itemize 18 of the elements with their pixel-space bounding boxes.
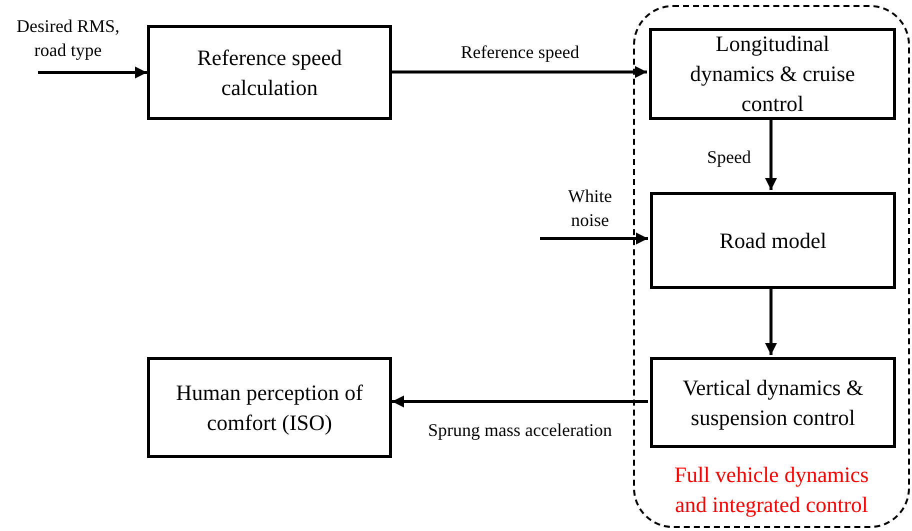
process-box: Vertical dynamics & suspension control — [650, 357, 896, 448]
edge-label: Speed — [706, 146, 752, 169]
arrow — [765, 287, 777, 355]
process-box: Road model — [650, 192, 896, 289]
group-title: Full vehicle dynamics and integrated control — [673, 461, 870, 519]
process-box: Longitudinal dynamics & cruise control — [649, 28, 896, 120]
arrow — [765, 118, 777, 190]
edge-label: Reference speed — [460, 41, 580, 64]
edge-label: White noise — [567, 185, 613, 232]
arrow — [392, 396, 648, 408]
process-box: Human perception of comfort (ISO) — [147, 357, 392, 458]
process-box: Reference speed calculation — [147, 25, 392, 120]
dashed-group-boundary — [633, 5, 910, 528]
edge-label: Sprung mass acceleration — [427, 419, 613, 442]
arrow — [392, 66, 647, 78]
arrow — [540, 232, 648, 244]
arrow — [38, 66, 147, 78]
edge-label: Desired RMS, road type — [16, 15, 120, 62]
